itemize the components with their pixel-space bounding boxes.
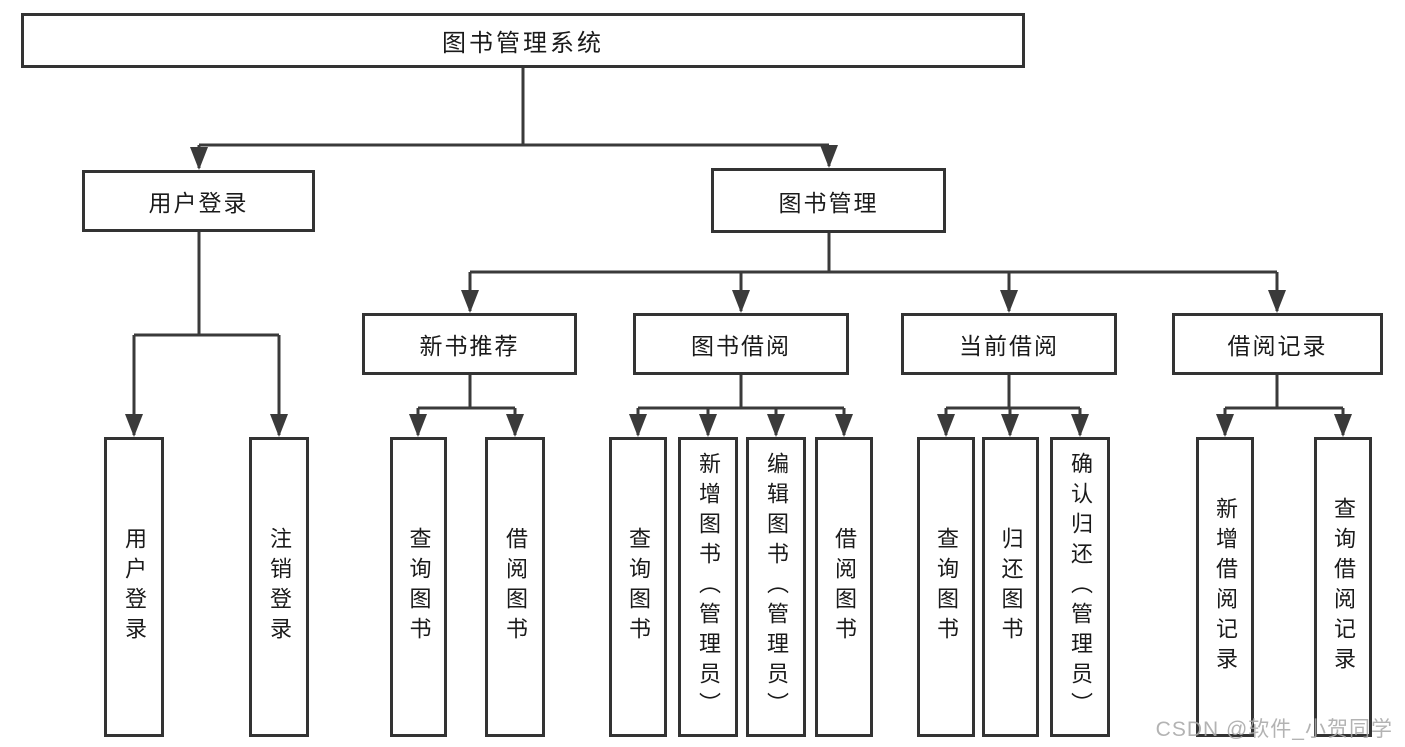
node-label: 图书借阅 [691,333,791,359]
node-book-borrow: 图书借阅 [633,313,849,375]
node-label: 图书管理系统 [442,30,604,57]
node-label: 新书推荐 [419,333,520,359]
arrow-head [1001,414,1019,437]
node-borrow-records: 借阅记录 [1172,313,1383,375]
arrow-head [190,147,208,170]
node-bb-query-books: 查询图书 [609,437,667,737]
connector-borrow-records-children [1223,375,1345,435]
arrow-head [767,414,785,437]
node-bb-borrow-books: 借阅图书 [815,437,873,737]
node-label: 归还图书 [998,527,1024,647]
node-current-borrow: 当前借阅 [901,313,1117,375]
node-bb-edit-books: 编辑图书（管理员） [746,437,806,737]
node-nb-query-books: 查询图书 [390,437,447,737]
node-cb-query-books: 查询图书 [917,437,975,737]
node-user-login: 用户登录 [82,170,315,232]
node-leaf-user-login: 用户登录 [104,437,164,737]
node-nb-borrow-books: 借阅图书 [485,437,545,737]
node-bb-add-books: 新增图书（管理员） [678,437,738,737]
node-label: 用户登录 [122,527,147,647]
connector-user-login-children [132,232,281,435]
arrow-head [1071,414,1089,437]
node-label: 编辑图书（管理员） [764,452,789,722]
connector-root-to-level2 [197,68,831,168]
node-label: 确认归还（管理员） [1068,452,1093,722]
node-label: 借阅图书 [503,527,528,647]
arrow-head [937,414,955,437]
node-cb-confirm-return: 确认归还（管理员） [1050,437,1110,737]
arrow-head [835,414,853,437]
arrow-head [699,414,717,437]
node-label: 借阅记录 [1227,333,1328,359]
node-label: 查询图书 [626,527,651,647]
node-root: 图书管理系统 [21,13,1025,68]
node-label: 查询图书 [406,527,432,647]
arrow-head [1216,414,1234,437]
watermark: CSDN @软件_小贺同学 [1155,718,1393,741]
connector-new-book-recommend-children [416,375,517,435]
node-label: 注销登录 [267,527,292,647]
arrow-head [270,414,288,437]
node-label: 图书管理 [778,189,879,216]
arrow-head [409,414,427,437]
arrow-head [1334,414,1352,437]
node-label: 新增图书（管理员） [696,452,721,722]
connector-book-management-children [468,233,1279,311]
node-book-management: 图书管理 [711,168,946,233]
node-br-add-record: 新增借阅记录 [1196,437,1254,737]
connector-book-borrow-children [636,375,846,435]
node-new-book-recommend: 新书推荐 [362,313,577,375]
node-cb-return-books: 归还图书 [982,437,1039,737]
arrow-head [461,290,479,313]
arrow-head [1268,290,1286,313]
arrow-head [732,290,750,313]
arrow-head [629,414,647,437]
node-label: 当前借阅 [959,333,1059,359]
node-label: 查询图书 [934,527,959,647]
node-label: 新增借阅记录 [1213,497,1238,677]
arrow-head [506,414,524,437]
node-br-query-record: 查询借阅记录 [1314,437,1372,737]
node-label: 用户登录 [148,190,249,216]
node-label: 查询借阅记录 [1331,497,1356,677]
arrow-head [125,414,143,437]
node-leaf-logout: 注销登录 [249,437,309,737]
arrow-head [820,145,838,168]
arrow-head [1000,290,1018,313]
node-label: 借阅图书 [832,527,857,647]
